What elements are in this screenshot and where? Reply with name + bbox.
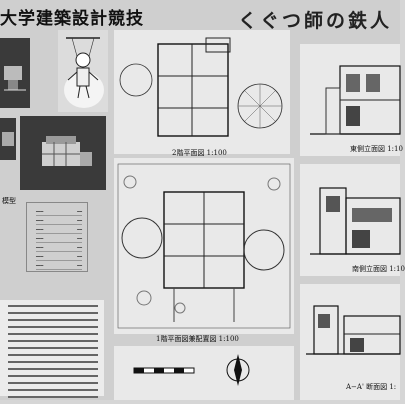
model-caption: 模型 (2, 197, 16, 205)
puppet-mascot-illustration (64, 37, 104, 108)
model-photo-3 (20, 116, 106, 190)
south-elevation-drawing (310, 187, 401, 255)
area-table-box (26, 202, 88, 272)
second-floor-plan-caption: 2階平面図 1:100 (172, 149, 227, 157)
model-photo-1 (0, 38, 30, 108)
section-drawing (306, 305, 401, 355)
section-panel (300, 284, 401, 400)
project-title: くぐつ師の鉄人 (238, 10, 393, 32)
east-elevation-caption: 東側立面図 1:10 (350, 145, 403, 153)
east-elevation-panel (300, 44, 401, 156)
second-floor-plan-drawing (119, 37, 283, 137)
second-floor-plan-panel (114, 30, 290, 154)
east-elevation-drawing (310, 65, 401, 135)
south-elevation-panel (300, 164, 401, 276)
competition-board: 大学建築設計競技 くぐつ師の鉄人 模型 ━━━━━ ━━━━━ ━━━━━ ━━… (0, 9, 405, 400)
model-photo-2 (0, 118, 16, 160)
scale-bar (133, 367, 195, 374)
concept-text-block (0, 300, 104, 398)
north-arrow-icon (226, 354, 250, 386)
first-floor-plan-caption: 1階平面図兼配置図 1:100 (156, 335, 239, 343)
first-floor-plan-panel (114, 158, 294, 334)
competition-title: 大学建築設計競技 (0, 9, 144, 29)
mascot-panel (58, 30, 108, 112)
section-caption: A−A' 断面図 1: (346, 383, 397, 391)
south-elevation-caption: 南側立面図 1:10 (352, 265, 405, 273)
area-table: ━━━━━ ━━━━━ ━━━━━ ━━━━━ ━━━━━ ━━━━━ ━━━━… (36, 207, 82, 270)
scale-north-panel (114, 346, 294, 400)
first-floor-plan-drawing (117, 163, 291, 329)
